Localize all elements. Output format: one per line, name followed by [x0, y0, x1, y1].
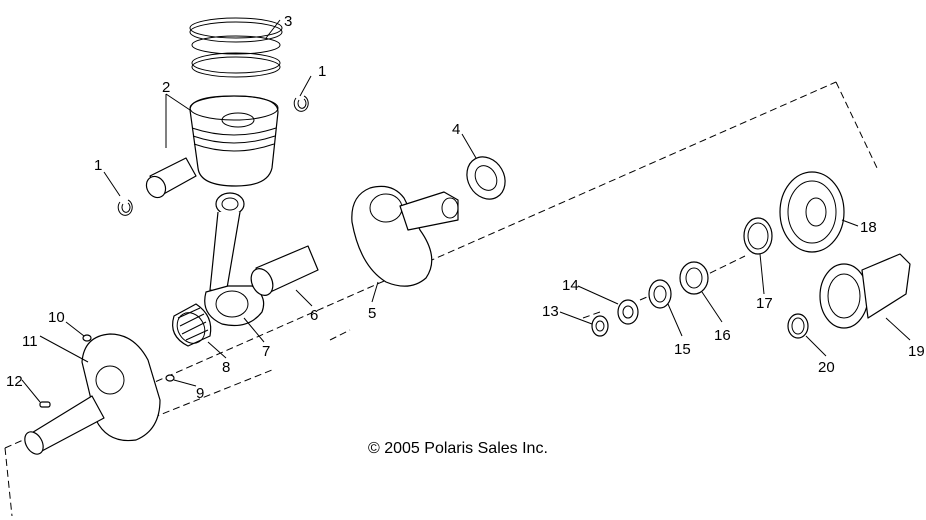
piston-pin: [145, 157, 197, 199]
callout-14: 14: [562, 277, 579, 294]
callout-9: 9: [196, 385, 204, 402]
callout-leaders: [21, 19, 911, 403]
nut: [591, 315, 609, 337]
snap-ring-20: [787, 313, 809, 339]
crankshaft-right-half: [351, 185, 459, 287]
callout-8: 8: [222, 359, 230, 376]
piston-rings: [189, 17, 283, 78]
callout-18: 18: [860, 219, 877, 236]
callout-16: 16: [714, 327, 731, 344]
copyright-notice: © 2005 Polaris Sales Inc.: [368, 440, 548, 457]
callout-11: 11: [22, 333, 38, 350]
callout-17: 17: [756, 295, 773, 312]
drive-gear-18: [779, 171, 845, 253]
connecting-rod: [204, 192, 265, 327]
crank-pin: [250, 245, 319, 296]
dowel-pin-9: [165, 374, 175, 382]
thrust-washer-17: [743, 217, 773, 255]
crankshaft-left-half: [24, 333, 161, 455]
balance-shaft-gear-19: [819, 253, 911, 329]
callout-10: 10: [48, 309, 65, 326]
ball-bearing: [466, 156, 506, 200]
callout-1-lower: 1: [94, 157, 102, 174]
callout-19: 19: [908, 343, 925, 360]
callout-2: 2: [162, 79, 170, 96]
circlip-upper: [293, 95, 309, 112]
needle-bearing: [172, 303, 212, 347]
callout-12: 12: [6, 373, 23, 390]
callout-13: 13: [542, 303, 559, 320]
callout-6: 6: [310, 307, 318, 324]
callout-4: 4: [452, 121, 460, 138]
piston: [189, 95, 279, 187]
callout-3: 3: [284, 13, 292, 30]
dowel-pin-10: [82, 334, 92, 342]
callout-20: 20: [818, 359, 835, 376]
bearing-16: [679, 261, 709, 295]
woodruff-key: [39, 401, 51, 408]
callout-1-upper: 1: [318, 63, 326, 80]
callout-5: 5: [368, 305, 376, 322]
callout-7: 7: [262, 343, 270, 360]
callout-labels: 1 1 2 3 4 5 6 7 8 9 10 11 12 13 14 15 16…: [6, 13, 925, 402]
circlip-lower: [117, 199, 133, 216]
washer: [617, 299, 639, 325]
spacer-15: [648, 279, 672, 309]
callout-15: 15: [674, 341, 691, 358]
